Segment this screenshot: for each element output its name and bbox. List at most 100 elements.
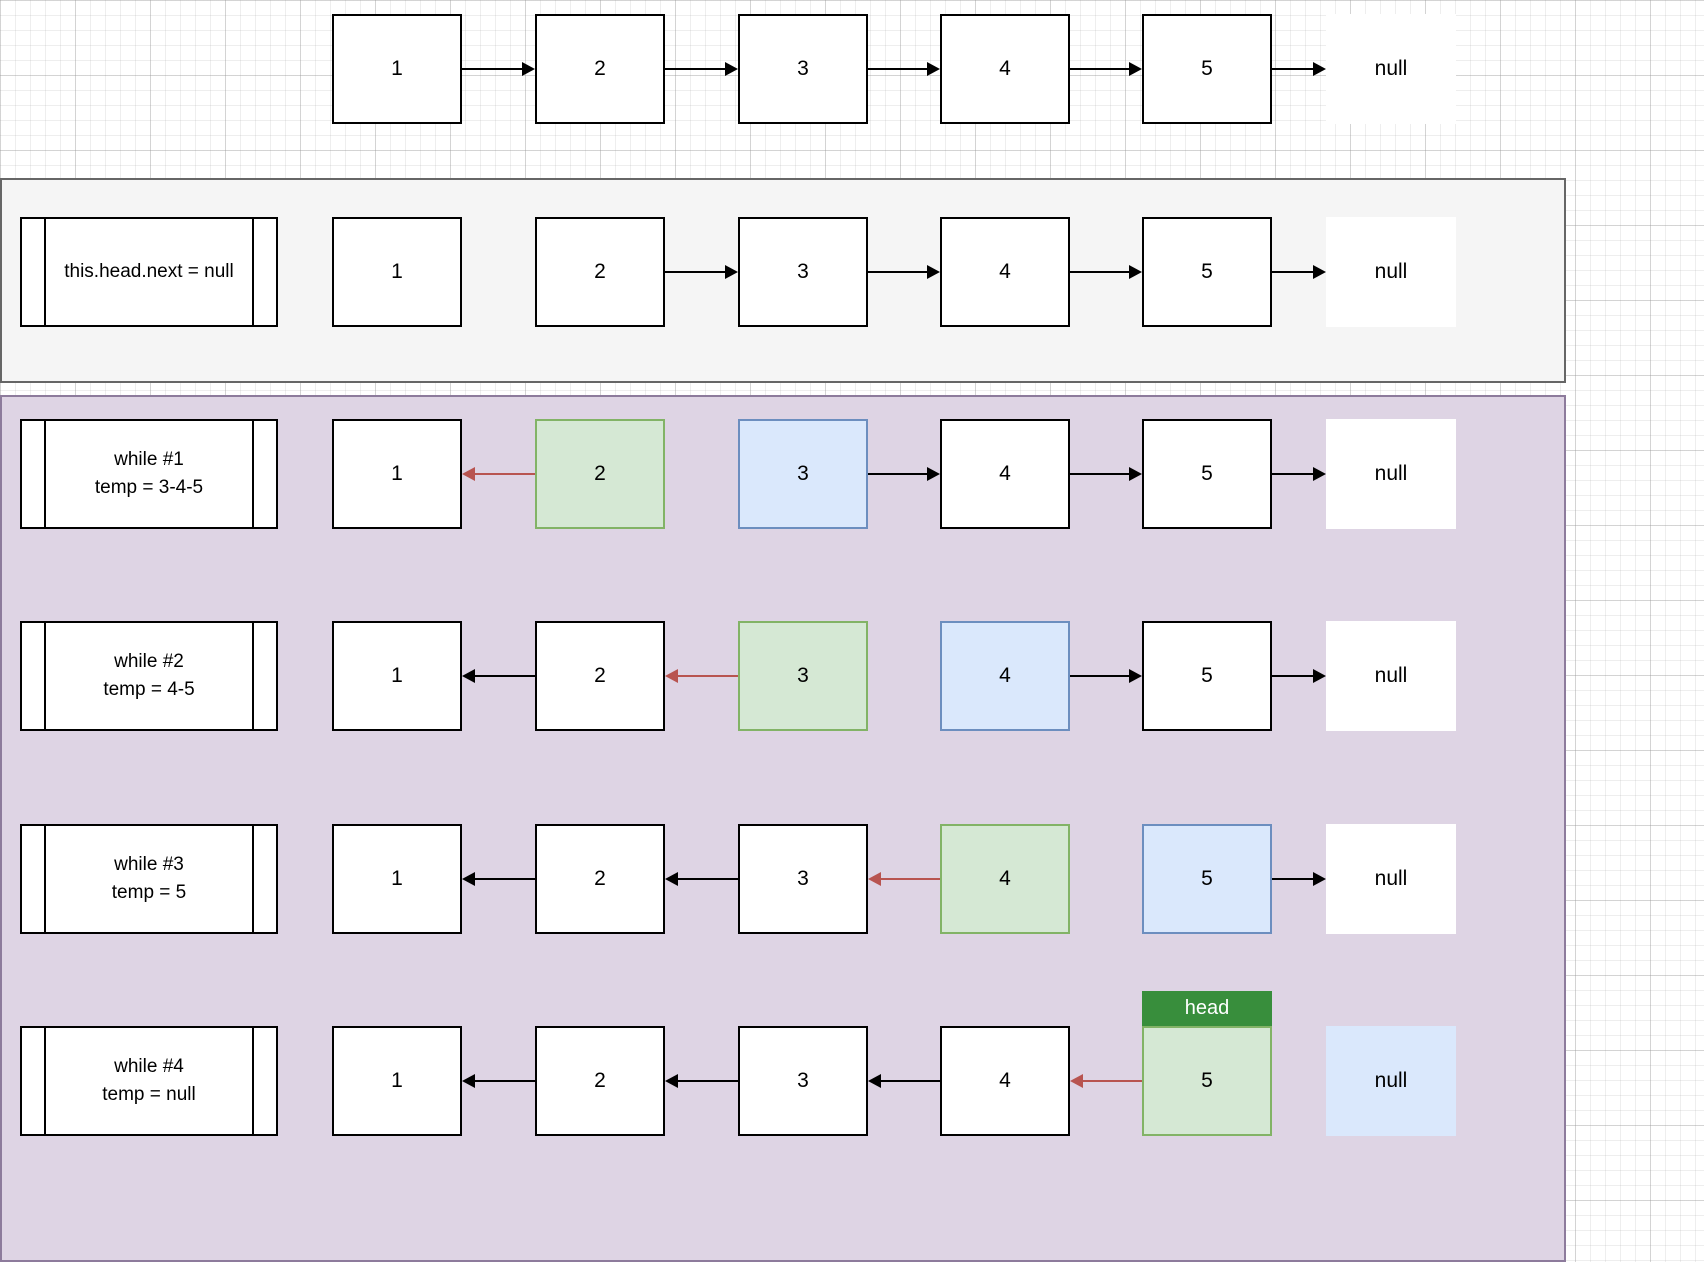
list-node: 5 xyxy=(1142,621,1272,731)
arrow-shaft xyxy=(473,878,535,880)
list-node: 2 xyxy=(535,217,665,327)
reversed-pointer-arrow xyxy=(462,871,535,887)
list-node: 4 xyxy=(940,14,1070,124)
arrowhead-icon xyxy=(462,1074,475,1088)
list-node: 2 xyxy=(535,419,665,529)
arrowhead-icon xyxy=(462,467,475,481)
arrowhead-icon xyxy=(1129,669,1142,683)
null-terminator: null xyxy=(1326,1026,1456,1136)
list-node: 1 xyxy=(332,14,462,124)
arrow-shaft xyxy=(1272,675,1315,677)
arrow-shaft xyxy=(676,1080,738,1082)
list-node: 4 xyxy=(940,621,1070,731)
reversed-pointer-arrow xyxy=(868,1073,940,1089)
arrowhead-icon xyxy=(1129,62,1142,76)
list-node: 2 xyxy=(535,621,665,731)
step-label: while #4 temp = null xyxy=(20,1026,278,1136)
arrow-shaft xyxy=(1081,1080,1142,1082)
next-pointer-arrow xyxy=(1272,61,1326,77)
arrowhead-icon xyxy=(1313,265,1326,279)
list-node: 5 xyxy=(1142,217,1272,327)
arrowhead-icon xyxy=(1313,62,1326,76)
reversal-pointer-arrow xyxy=(665,668,738,684)
arrowhead-icon xyxy=(462,872,475,886)
reversed-pointer-arrow xyxy=(665,871,738,887)
reversal-pointer-arrow xyxy=(1070,1073,1142,1089)
list-node: 5 xyxy=(1142,419,1272,529)
arrow-shaft xyxy=(473,675,535,677)
arrow-shaft xyxy=(879,878,940,880)
next-pointer-arrow xyxy=(1070,466,1142,482)
reversal-pointer-arrow xyxy=(868,871,940,887)
arrow-shaft xyxy=(462,68,524,70)
arrow-shaft xyxy=(1070,473,1131,475)
next-pointer-arrow xyxy=(868,466,940,482)
list-node: 4 xyxy=(940,1026,1070,1136)
arrow-shaft xyxy=(473,473,535,475)
list-node: 5 xyxy=(1142,14,1272,124)
null-terminator: null xyxy=(1326,217,1456,327)
list-node: 4 xyxy=(940,419,1070,529)
next-pointer-arrow xyxy=(868,264,940,280)
arrow-shaft xyxy=(676,878,738,880)
list-node: 3 xyxy=(738,1026,868,1136)
next-pointer-arrow xyxy=(1070,61,1142,77)
arrowhead-icon xyxy=(725,265,738,279)
arrowhead-icon xyxy=(665,872,678,886)
arrow-shaft xyxy=(1070,271,1131,273)
list-node: 4 xyxy=(940,824,1070,934)
list-node: 3 xyxy=(738,217,868,327)
arrow-shaft xyxy=(868,271,929,273)
next-pointer-arrow xyxy=(868,61,940,77)
arrow-shaft xyxy=(665,68,727,70)
arrow-shaft xyxy=(1070,675,1131,677)
arrowhead-icon xyxy=(1129,265,1142,279)
step-label: while #1 temp = 3-4-5 xyxy=(20,419,278,529)
arrow-shaft xyxy=(1272,271,1315,273)
arrowhead-icon xyxy=(665,1074,678,1088)
arrow-shaft xyxy=(665,271,727,273)
next-pointer-arrow xyxy=(665,264,738,280)
reversal-pointer-arrow xyxy=(462,466,535,482)
arrow-shaft xyxy=(473,1080,535,1082)
step-label-line: temp = 4-5 xyxy=(103,679,195,700)
arrow-shaft xyxy=(1272,473,1315,475)
list-node: 4 xyxy=(940,217,1070,327)
list-node: 1 xyxy=(332,1026,462,1136)
arrow-shaft xyxy=(1272,68,1315,70)
arrowhead-icon xyxy=(1313,467,1326,481)
list-node: 5 xyxy=(1142,824,1272,934)
list-node: 1 xyxy=(332,217,462,327)
step-label-line: temp = null xyxy=(102,1084,196,1105)
next-pointer-arrow xyxy=(1272,264,1326,280)
step-label-line: while #4 xyxy=(114,1056,184,1078)
arrowhead-icon xyxy=(1129,467,1142,481)
step-label-line: temp = 3-4-5 xyxy=(94,477,204,498)
list-node: 1 xyxy=(332,419,462,529)
list-node: 2 xyxy=(535,824,665,934)
step-label-line: while #3 xyxy=(114,854,184,876)
arrowhead-icon xyxy=(522,62,535,76)
step-label-line: while #1 xyxy=(114,449,184,471)
reversed-pointer-arrow xyxy=(665,1073,738,1089)
list-node: 3 xyxy=(738,419,868,529)
list-node: 3 xyxy=(738,14,868,124)
arrow-shaft xyxy=(868,473,929,475)
arrow-shaft xyxy=(676,675,738,677)
list-node: 2 xyxy=(535,14,665,124)
arrowhead-icon xyxy=(927,265,940,279)
list-node: 1 xyxy=(332,824,462,934)
next-pointer-arrow xyxy=(665,61,738,77)
arrowhead-icon xyxy=(1313,872,1326,886)
arrowhead-icon xyxy=(462,669,475,683)
step-label-line: this.head.next = null xyxy=(64,261,234,283)
arrow-shaft xyxy=(1272,878,1315,880)
null-terminator: null xyxy=(1326,824,1456,934)
arrowhead-icon xyxy=(868,1074,881,1088)
null-terminator: null xyxy=(1326,14,1456,124)
list-node: 2 xyxy=(535,1026,665,1136)
list-node: 1 xyxy=(332,621,462,731)
reversed-pointer-arrow xyxy=(462,1073,535,1089)
